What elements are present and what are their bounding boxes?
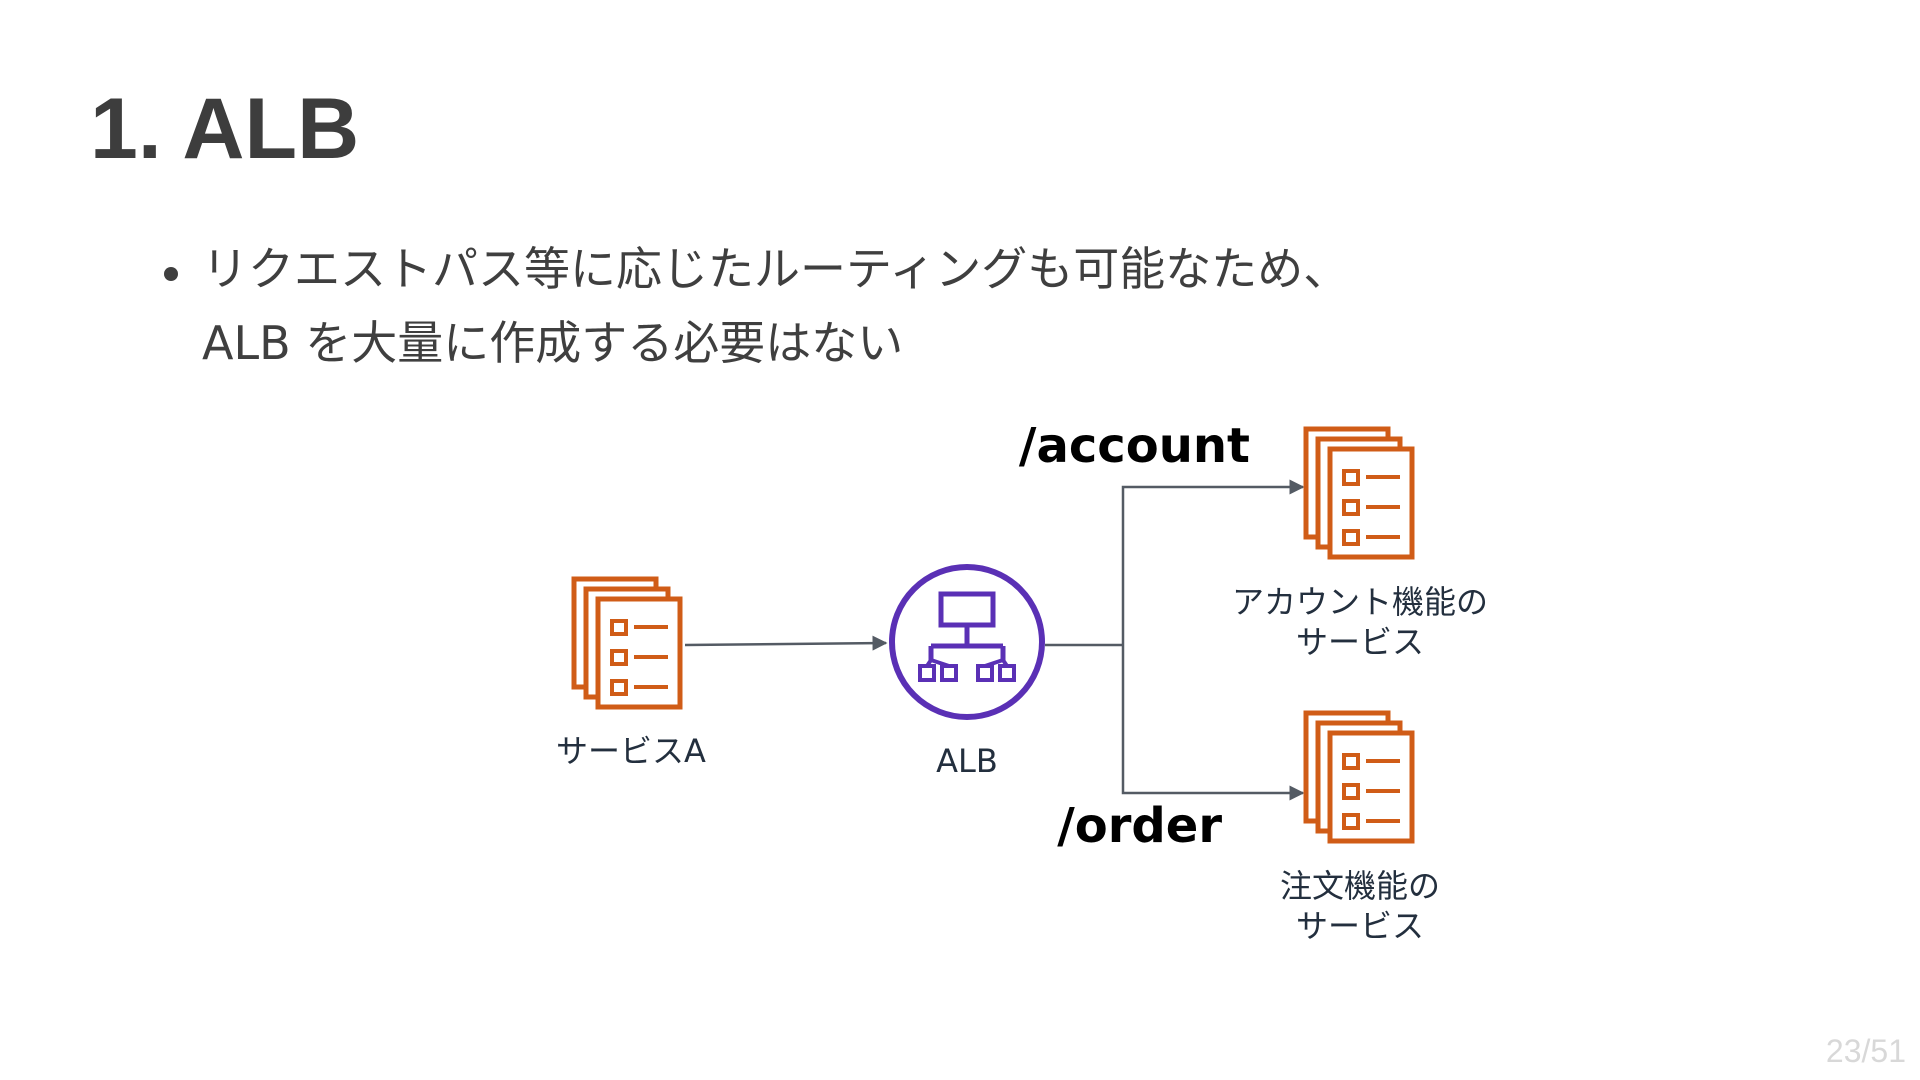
route-label-account: /account xyxy=(1019,418,1250,474)
account-service-label-line2: サービス xyxy=(1296,623,1424,661)
arrow-to-order xyxy=(1121,645,1305,801)
service-stack-icon xyxy=(574,579,680,707)
bullet-item: リクエストパス等に応じたルーティングも可能なため、 ALB を大量に作成する必要… xyxy=(150,232,1650,380)
bullet-dot-icon xyxy=(164,267,178,281)
arrow-to-account xyxy=(1121,479,1305,645)
connector-lines xyxy=(684,479,1305,801)
route-label-order: /order xyxy=(1057,798,1222,854)
load-balancer-icon xyxy=(889,564,1045,720)
source-service-label: サービスA xyxy=(556,732,706,770)
bullet-list: リクエストパス等に応じたルーティングも可能なため、 ALB を大量に作成する必要… xyxy=(150,232,1650,380)
arrow-source-to-alb xyxy=(684,635,888,651)
bullet-line-1: リクエストパス等に応じたルーティングも可能なため、 xyxy=(202,242,1350,296)
account-service-label-line1: アカウント機能の xyxy=(1232,583,1488,621)
order-service-label-line2: サービス xyxy=(1296,907,1424,945)
page-number: 23/51 xyxy=(1825,1033,1906,1069)
service-stack-icon xyxy=(1306,429,1412,557)
slide-title: 1. ALB xyxy=(90,81,360,177)
order-service-label-line1: 注文機能の xyxy=(1280,867,1440,905)
alb-label: ALB xyxy=(936,742,998,780)
service-stack-icon xyxy=(1306,713,1412,841)
bullet-line-2: ALB を大量に作成する必要はない xyxy=(202,316,904,370)
